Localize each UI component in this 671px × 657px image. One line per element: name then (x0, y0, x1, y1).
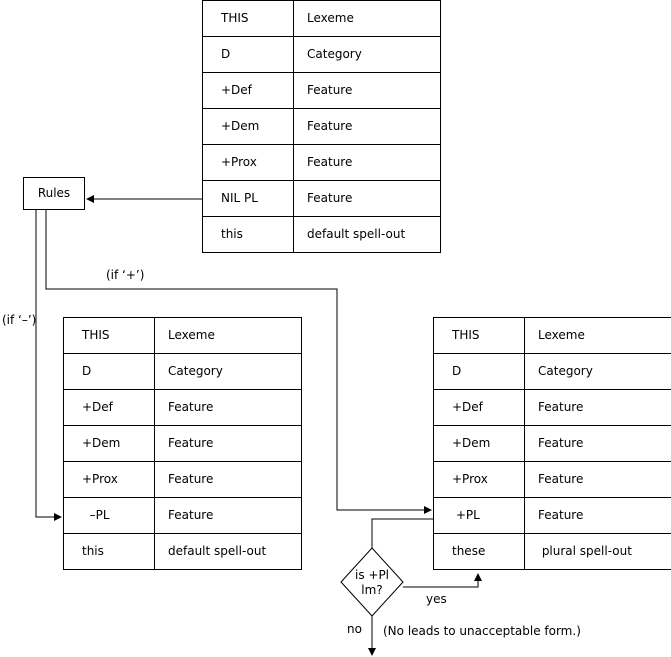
row-key: +Prox (63, 461, 155, 498)
branch-label-minus: (if ‘–’) (2, 313, 37, 327)
row-type: Lexeme (154, 317, 302, 354)
arrow-minus-branch (35, 210, 62, 521)
row-type: Feature (524, 425, 671, 462)
table-row: these plural spell-out (433, 533, 671, 570)
row-type: Feature (293, 108, 441, 145)
arrow-to-decision (368, 518, 433, 560)
rules-box: Rules (23, 177, 85, 210)
row-key: this (63, 533, 155, 570)
row-type: Feature (524, 389, 671, 426)
decision-note: (No leads to unacceptable form.) (383, 624, 581, 638)
row-type: Category (154, 353, 302, 390)
row-key: +Prox (433, 461, 525, 498)
row-type: Lexeme (524, 317, 671, 354)
arrow-yes (403, 573, 482, 588)
row-key: THIS (433, 317, 525, 354)
row-key: +Def (202, 72, 294, 109)
row-type: Feature (293, 72, 441, 109)
row-key: THIS (202, 0, 294, 37)
yes-label: yes (426, 592, 447, 606)
row-type: Feature (524, 497, 671, 534)
row-type: Category (524, 353, 671, 390)
decision-line-1: is +Pl (354, 568, 390, 582)
row-key: +Dem (202, 108, 294, 145)
row-type: default spell-out (293, 216, 441, 253)
row-key: +Def (63, 389, 155, 426)
row-key: this (202, 216, 294, 253)
row-type: default spell-out (154, 533, 302, 570)
row-type: plural spell-out (524, 533, 671, 570)
row-type: Feature (154, 461, 302, 498)
row-key: +Dem (433, 425, 525, 462)
branch-label-plus: (if ‘+’) (106, 268, 145, 282)
decision-text: is +Pl lm? (341, 568, 403, 598)
decision-line-2: lm? (361, 583, 383, 597)
arrow-plus-branch (45, 210, 432, 514)
row-type: Feature (154, 497, 302, 534)
row-key: +Dem (63, 425, 155, 462)
row-type: Feature (524, 461, 671, 498)
row-key: these (433, 533, 525, 570)
row-key: +Def (433, 389, 525, 426)
no-label: no (347, 622, 362, 636)
row-type: Lexeme (293, 0, 441, 37)
row-type: Feature (154, 425, 302, 462)
